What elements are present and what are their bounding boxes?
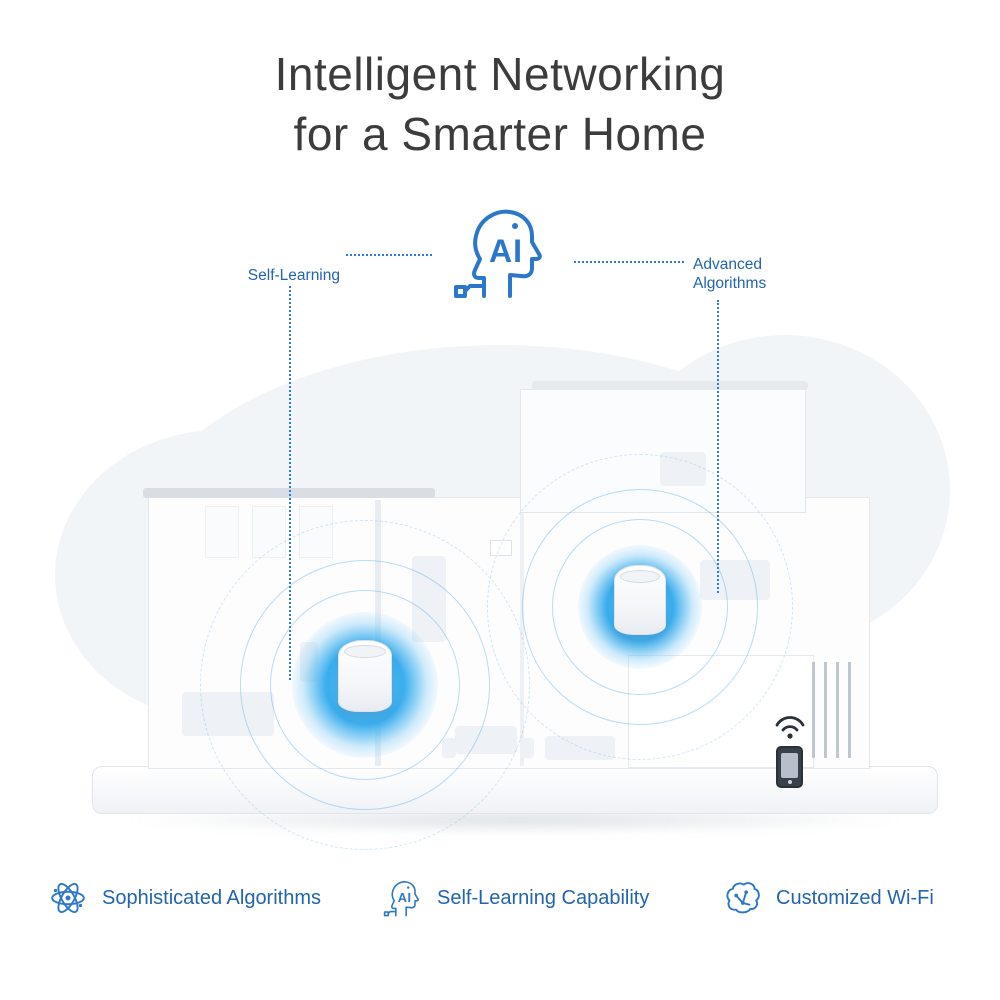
feature-label: Self-Learning Capability	[437, 886, 650, 909]
deco-device-left	[338, 640, 392, 712]
dotted-connector-left-horizontal	[346, 254, 432, 256]
shelf-slat	[812, 662, 815, 758]
feature-label: Sophisticated Algorithms	[102, 886, 322, 909]
feature-self-learning: Self-Learning Capability	[383, 876, 649, 920]
page-title: Intelligent Networking for a Smarter Hom…	[0, 44, 1000, 164]
upper-room-roof	[532, 381, 808, 390]
shelf-slat	[824, 662, 827, 758]
dark-shelving	[812, 662, 868, 758]
dotted-connector-right-vertical	[717, 300, 719, 593]
feature-label: Customized Wi-Fi	[776, 886, 934, 909]
shelf-slat	[836, 662, 839, 758]
callout-advanced-line1: Advanced	[693, 256, 762, 273]
page-title-line2: for a Smarter Home	[293, 108, 707, 160]
callout-self-learning: Self-Learning	[247, 267, 340, 284]
window	[205, 506, 239, 558]
callout-advanced-line2: Algorithms	[693, 275, 767, 292]
feature-sophisticated-algorithms: Sophisticated Algorithms	[48, 876, 321, 920]
atom-icon	[51, 882, 85, 914]
chair-block	[520, 738, 534, 758]
phone-screen	[781, 753, 798, 778]
deco-device-top	[620, 570, 660, 583]
wifi-ring-dashed	[487, 454, 793, 760]
brain-circuit-icon	[726, 882, 760, 914]
floor-platform	[92, 766, 938, 814]
deco-device-right	[614, 565, 666, 635]
shelf-slat	[848, 662, 851, 758]
page-title-line1: Intelligent Networking	[274, 48, 726, 100]
dotted-connector-left-vertical	[289, 286, 291, 680]
feature-customized-wifi: Customized Wi-Fi	[722, 876, 934, 920]
phone-home-button	[787, 780, 792, 784]
smartphone-icon	[776, 746, 803, 788]
dotted-connector-right-horizontal	[574, 261, 684, 263]
callout-advanced-algorithms: Advanced Algorithms	[693, 255, 823, 293]
ai-head-icon	[383, 878, 423, 918]
deco-device-top	[344, 645, 386, 658]
wifi-signal-icon	[775, 716, 805, 739]
